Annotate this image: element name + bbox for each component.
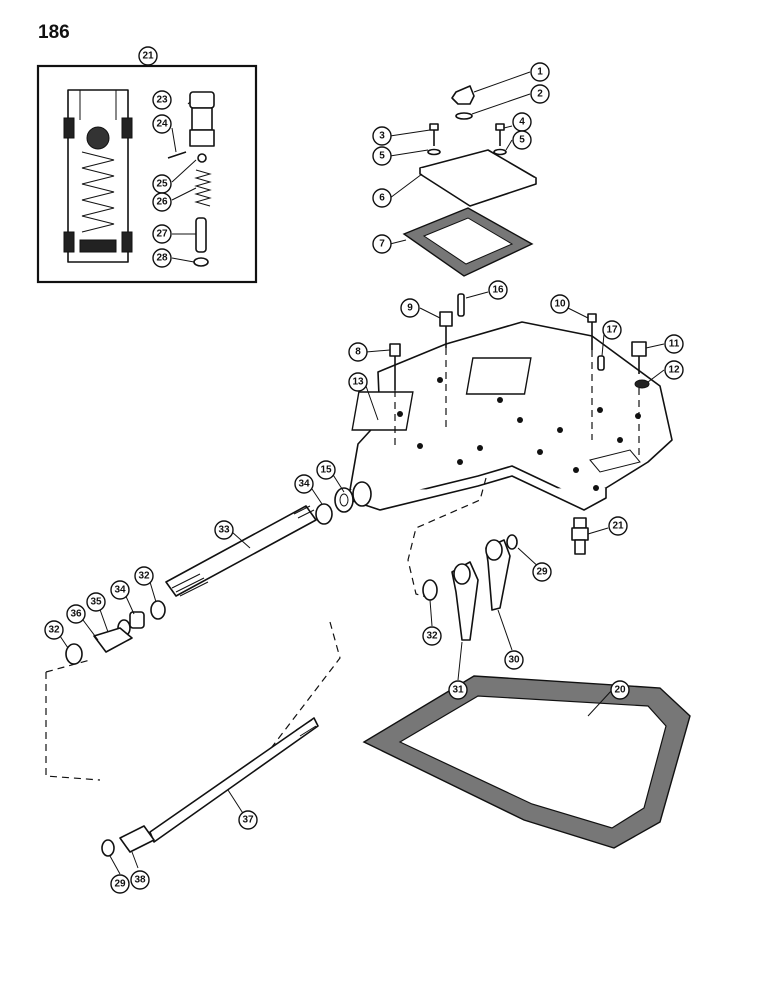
callout-13: 13	[348, 372, 368, 392]
fitting	[571, 517, 589, 555]
callout-32: 32	[422, 626, 442, 646]
callout-23: 23	[152, 90, 172, 110]
callout-26: 26	[152, 192, 172, 212]
svg-text:32: 32	[426, 631, 438, 642]
callout-21: 21	[138, 46, 158, 66]
svg-text:15: 15	[320, 465, 332, 476]
svg-text:23: 23	[156, 95, 168, 106]
callout-7: 7	[372, 234, 392, 254]
levers	[422, 534, 518, 641]
svg-text:29: 29	[536, 567, 548, 578]
inset-small-parts	[167, 91, 215, 267]
svg-text:34: 34	[298, 479, 310, 490]
callout-2: 2	[530, 84, 550, 104]
pan-gasket	[362, 675, 691, 849]
svg-text:37: 37	[242, 815, 254, 826]
callout-35: 35	[86, 592, 106, 612]
callout-34: 34	[110, 580, 130, 600]
callout-15: 15	[316, 460, 336, 480]
valve-cross-section	[63, 89, 133, 263]
svg-text:32: 32	[48, 625, 60, 636]
callout-36: 36	[66, 604, 86, 624]
svg-text:21: 21	[612, 521, 624, 532]
dashed-connections	[45, 477, 487, 787]
callout-20: 20	[610, 680, 630, 700]
callout-29: 29	[110, 874, 130, 894]
lower-shaft	[101, 717, 319, 857]
callout-37: 37	[238, 810, 258, 830]
housing-bolts	[389, 293, 650, 460]
callout-11: 11	[664, 334, 684, 354]
page-number: 186	[38, 22, 70, 43]
svg-text:16: 16	[492, 285, 504, 296]
callout-32: 32	[44, 620, 64, 640]
upper-shaft-rings	[315, 481, 372, 525]
callout-3: 3	[372, 126, 392, 146]
svg-text:12: 12	[668, 365, 680, 376]
svg-text:34: 34	[114, 585, 126, 596]
svg-text:17: 17	[606, 325, 618, 336]
callout-38: 38	[130, 870, 150, 890]
callout-5: 5	[372, 146, 392, 166]
front-lever-parts	[65, 600, 166, 665]
callout-31: 31	[448, 680, 468, 700]
callout-32: 32	[134, 566, 154, 586]
callout-33: 33	[214, 520, 234, 540]
svg-text:2: 2	[537, 89, 543, 100]
svg-text:32: 32	[138, 571, 150, 582]
svg-text:36: 36	[70, 609, 82, 620]
callout-30: 30	[504, 650, 524, 670]
callout-29: 29	[532, 562, 552, 582]
svg-text:20: 20	[614, 685, 626, 696]
svg-text:7: 7	[379, 239, 385, 250]
callout-9: 9	[400, 298, 420, 318]
callout-25: 25	[152, 174, 172, 194]
upper-shaft	[165, 505, 317, 597]
callout-27: 27	[152, 224, 172, 244]
svg-text:11: 11	[669, 339, 680, 350]
svg-text:25: 25	[156, 179, 168, 190]
callout-21: 21	[608, 516, 628, 536]
svg-text:31: 31	[452, 685, 464, 696]
svg-text:8: 8	[355, 347, 361, 358]
svg-text:26: 26	[156, 197, 168, 208]
svg-text:5: 5	[519, 135, 525, 146]
callout-16: 16	[488, 280, 508, 300]
callout-5: 5	[512, 130, 532, 150]
svg-text:24: 24	[156, 119, 168, 130]
svg-text:21: 21	[142, 51, 154, 62]
callout-24: 24	[152, 114, 172, 134]
cover-plate	[419, 149, 537, 207]
svg-text:9: 9	[407, 303, 413, 314]
svg-text:33: 33	[218, 525, 230, 536]
callout-8: 8	[348, 342, 368, 362]
callout-6: 6	[372, 188, 392, 208]
cover-gasket	[402, 207, 534, 277]
cover-bolts	[427, 123, 507, 156]
callout-1: 1	[530, 62, 550, 82]
svg-text:6: 6	[379, 193, 385, 204]
svg-text:28: 28	[156, 253, 168, 264]
breather-cap	[451, 85, 475, 120]
svg-text:5: 5	[379, 151, 385, 162]
callout-12: 12	[664, 360, 684, 380]
callout-34: 34	[294, 474, 314, 494]
svg-text:4: 4	[519, 117, 525, 128]
callout-4: 4	[512, 112, 532, 132]
callout-17: 17	[602, 320, 622, 340]
svg-text:38: 38	[134, 875, 146, 886]
svg-text:13: 13	[352, 377, 364, 388]
svg-text:1: 1	[537, 67, 543, 78]
svg-text:27: 27	[156, 229, 168, 240]
svg-text:30: 30	[508, 655, 520, 666]
svg-text:3: 3	[379, 131, 385, 142]
callout-10: 10	[550, 294, 570, 314]
svg-text:10: 10	[554, 299, 566, 310]
svg-text:35: 35	[90, 597, 102, 608]
svg-text:29: 29	[114, 879, 126, 890]
callout-28: 28	[152, 248, 172, 268]
